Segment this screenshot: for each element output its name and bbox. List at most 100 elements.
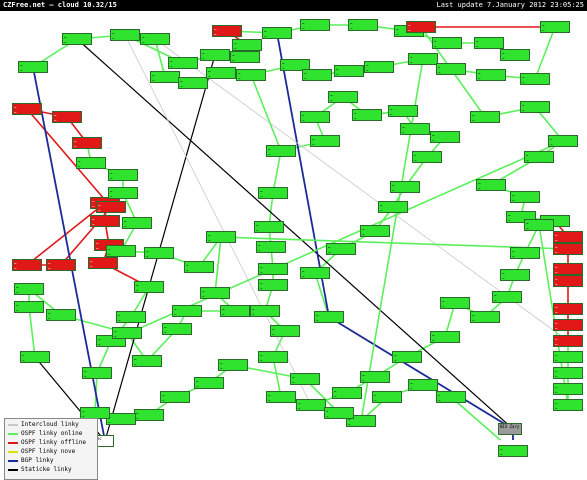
network-node[interactable]: NIX Zary (498, 423, 522, 435)
network-node[interactable]: …… (302, 69, 332, 81)
network-node[interactable]: …… (524, 219, 554, 231)
network-node[interactable]: …… (332, 387, 362, 399)
network-node[interactable]: …… (352, 109, 382, 121)
network-node[interactable]: …… (476, 179, 506, 191)
network-node[interactable]: …… (112, 327, 142, 339)
network-node[interactable]: …… (372, 391, 402, 403)
network-node[interactable]: …… (430, 331, 460, 343)
network-node[interactable]: …… (46, 259, 76, 271)
network-node[interactable]: …… (270, 325, 300, 337)
network-node[interactable]: …… (62, 33, 92, 45)
network-node[interactable]: …… (172, 305, 202, 317)
network-node[interactable]: …… (258, 187, 288, 199)
network-node[interactable]: …… (194, 377, 224, 389)
network-node[interactable]: …… (498, 445, 528, 457)
network-node[interactable]: …… (200, 49, 230, 61)
network-node[interactable]: …… (510, 191, 540, 203)
network-node[interactable]: …… (392, 351, 422, 363)
network-node[interactable]: …… (300, 19, 330, 31)
network-node[interactable]: …… (470, 111, 500, 123)
network-node[interactable]: …… (178, 77, 208, 89)
network-node[interactable]: …… (548, 135, 578, 147)
network-node[interactable]: …… (474, 37, 504, 49)
network-node[interactable]: …… (390, 181, 420, 193)
network-node[interactable]: …… (470, 311, 500, 323)
network-node[interactable]: …… (254, 221, 284, 233)
network-node[interactable]: …… (122, 217, 152, 229)
network-node[interactable]: …… (256, 241, 286, 253)
network-node[interactable]: …… (250, 305, 280, 317)
network-node[interactable]: …… (18, 61, 48, 73)
network-node[interactable]: …… (168, 57, 198, 69)
network-node[interactable]: …… (553, 399, 583, 411)
network-node[interactable]: …… (400, 123, 430, 135)
network-node[interactable]: …… (524, 151, 554, 163)
network-node[interactable]: …… (360, 225, 390, 237)
network-node[interactable]: …… (296, 399, 326, 411)
network-node[interactable]: …… (348, 19, 378, 31)
network-node[interactable]: …… (500, 269, 530, 281)
network-node[interactable]: …… (364, 61, 394, 73)
network-node[interactable]: …… (200, 287, 230, 299)
network-node[interactable]: …… (230, 51, 260, 63)
network-node[interactable]: …… (290, 373, 320, 385)
network-node[interactable]: …… (96, 201, 126, 213)
network-node[interactable]: …… (553, 335, 583, 347)
network-node[interactable]: …… (510, 247, 540, 259)
network-node[interactable]: …… (258, 263, 288, 275)
network-node[interactable]: …… (430, 131, 460, 143)
network-node[interactable]: …… (436, 63, 466, 75)
network-node[interactable]: …… (476, 69, 506, 81)
network-node[interactable]: …… (76, 157, 106, 169)
network-node[interactable]: …… (12, 103, 42, 115)
network-node[interactable]: …… (212, 25, 242, 37)
network-node[interactable]: …… (553, 351, 583, 363)
network-node[interactable]: …… (108, 169, 138, 181)
network-node[interactable]: …… (412, 151, 442, 163)
network-map[interactable]: …… …… …… …… …… …… …… …… …… …… …… …… …… …… …… …… …… …… …… ……… (0, 11, 587, 457)
network-node[interactable]: …… (218, 359, 248, 371)
network-node[interactable]: …… (110, 29, 140, 41)
network-node[interactable]: …… (378, 201, 408, 213)
network-node[interactable]: …… (314, 311, 344, 323)
network-node[interactable]: …… (206, 67, 236, 79)
network-node[interactable]: …… (106, 245, 136, 257)
network-node[interactable]: …… (553, 319, 583, 331)
network-node[interactable]: …… (500, 49, 530, 61)
network-node[interactable]: …… (324, 407, 354, 419)
network-node[interactable]: …… (553, 231, 583, 243)
network-node[interactable]: …… (540, 21, 570, 33)
network-node[interactable]: …… (553, 367, 583, 379)
network-node[interactable]: …… (258, 351, 288, 363)
network-node[interactable]: …… (266, 145, 296, 157)
network-node[interactable]: …… (134, 281, 164, 293)
network-node[interactable]: …… (553, 263, 583, 275)
network-node[interactable]: …… (262, 27, 292, 39)
network-node[interactable]: …… (220, 305, 250, 317)
network-node[interactable]: …… (106, 413, 136, 425)
network-node[interactable]: …… (388, 105, 418, 117)
network-node[interactable]: …… (280, 59, 310, 71)
network-node[interactable]: …… (266, 391, 296, 403)
network-node[interactable]: …… (72, 137, 102, 149)
network-node[interactable]: …… (144, 247, 174, 259)
network-node[interactable]: …… (553, 303, 583, 315)
network-node[interactable]: …… (553, 275, 583, 287)
network-node[interactable]: …… (328, 91, 358, 103)
network-node[interactable]: …… (520, 101, 550, 113)
network-node[interactable]: …… (88, 257, 118, 269)
network-node[interactable]: …… (14, 283, 44, 295)
network-node[interactable]: …… (12, 259, 42, 271)
network-node[interactable]: …… (300, 267, 330, 279)
network-node[interactable]: …… (432, 37, 462, 49)
network-node[interactable]: …… (326, 243, 356, 255)
network-node[interactable]: …… (132, 355, 162, 367)
network-node[interactable]: …… (553, 243, 583, 255)
network-node[interactable]: …… (140, 33, 170, 45)
network-node[interactable]: …… (258, 279, 288, 291)
network-node[interactable]: …… (408, 53, 438, 65)
network-node[interactable]: …… (150, 71, 180, 83)
network-node[interactable]: …… (90, 215, 120, 227)
network-node[interactable]: …… (20, 351, 50, 363)
network-node[interactable]: …… (406, 21, 436, 33)
